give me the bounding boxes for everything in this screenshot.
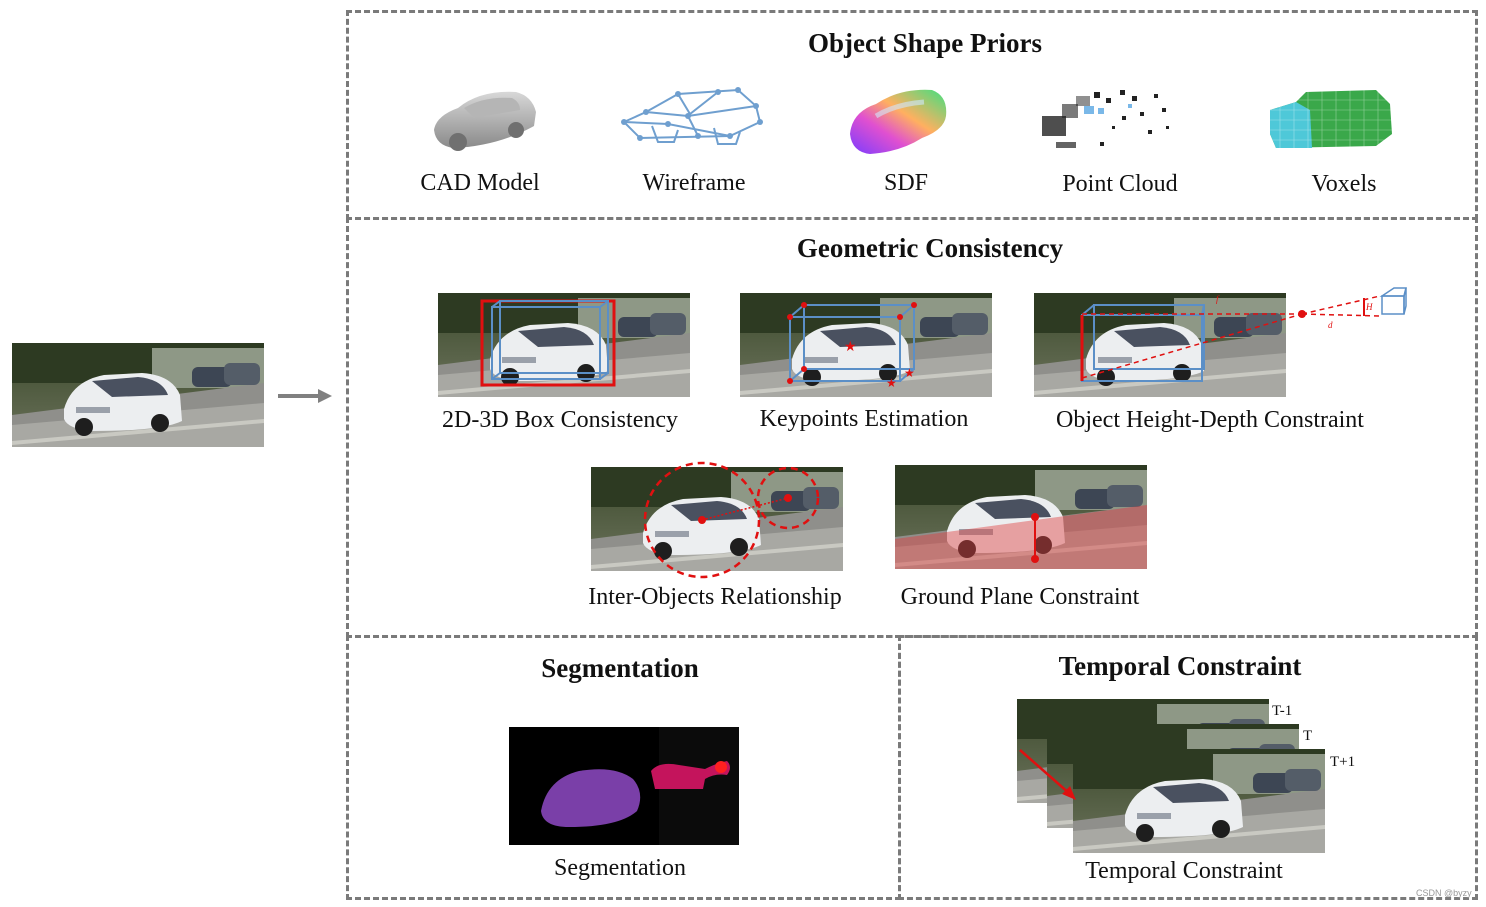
voxels-icon bbox=[1266, 88, 1396, 154]
temporal-caption: Temporal Constraint bbox=[1085, 858, 1283, 884]
segmentation-caption: Segmentation bbox=[554, 855, 686, 881]
point-cloud-label: Point Cloud bbox=[1062, 171, 1178, 197]
flow-arrow bbox=[278, 389, 332, 403]
sdf-label: SDF bbox=[883, 170, 929, 196]
d-label: d bbox=[1328, 320, 1333, 330]
segmentation-mask-image bbox=[509, 727, 739, 845]
inter-objects-overlay bbox=[643, 461, 820, 579]
voxels-label: Voxels bbox=[1311, 171, 1377, 197]
shape-priors-title: Object Shape Priors bbox=[808, 28, 1042, 58]
box-consistency-image bbox=[438, 293, 690, 397]
svg-text:★: ★ bbox=[886, 376, 897, 390]
height-depth-projection: f h H d bbox=[1081, 287, 1407, 379]
wireframe-label: Wireframe bbox=[642, 170, 746, 196]
box-consistency-label: 2D-3D Box Consistency bbox=[442, 407, 678, 433]
sdf-icon bbox=[850, 89, 947, 154]
temporal-panel bbox=[898, 635, 1478, 900]
keypoints-label: Keypoints Estimation bbox=[759, 406, 969, 432]
ground-plane-image bbox=[895, 465, 1147, 569]
cad-model-icon bbox=[434, 91, 536, 151]
svg-text:★: ★ bbox=[904, 366, 915, 380]
watermark: CSDN @byzy bbox=[1416, 888, 1472, 898]
big-h-label: H bbox=[1365, 302, 1373, 312]
frame-t-plus-1 bbox=[1073, 749, 1325, 853]
input-image bbox=[12, 343, 264, 447]
temporal-arrow bbox=[1019, 749, 1076, 800]
frame-label-t-plus-1: T+1 bbox=[1330, 754, 1356, 770]
frame-label-t: T bbox=[1303, 728, 1313, 744]
geometric-title: Geometric Consistency bbox=[796, 233, 1064, 263]
ground-plane-label: Ground Plane Constraint bbox=[900, 584, 1140, 610]
temporal-title: Temporal Constraint bbox=[1058, 651, 1302, 681]
inter-objects-label: Inter-Objects Relationship bbox=[588, 584, 842, 610]
height-depth-label: Object Height-Depth Constraint bbox=[1056, 407, 1364, 433]
wireframe-icon bbox=[621, 87, 763, 145]
point-cloud-icon bbox=[1042, 90, 1169, 148]
segmentation-title: Segmentation bbox=[541, 653, 699, 683]
keypoints-image: ★ ★ ★ bbox=[740, 293, 992, 397]
f-label: f bbox=[1216, 294, 1220, 304]
cad-model-label: CAD Model bbox=[420, 170, 540, 196]
svg-text:★: ★ bbox=[844, 339, 857, 355]
height-depth-image bbox=[1034, 293, 1286, 397]
frame-label-t-minus-1: T-1 bbox=[1272, 703, 1293, 719]
inter-objects-image bbox=[591, 467, 843, 571]
